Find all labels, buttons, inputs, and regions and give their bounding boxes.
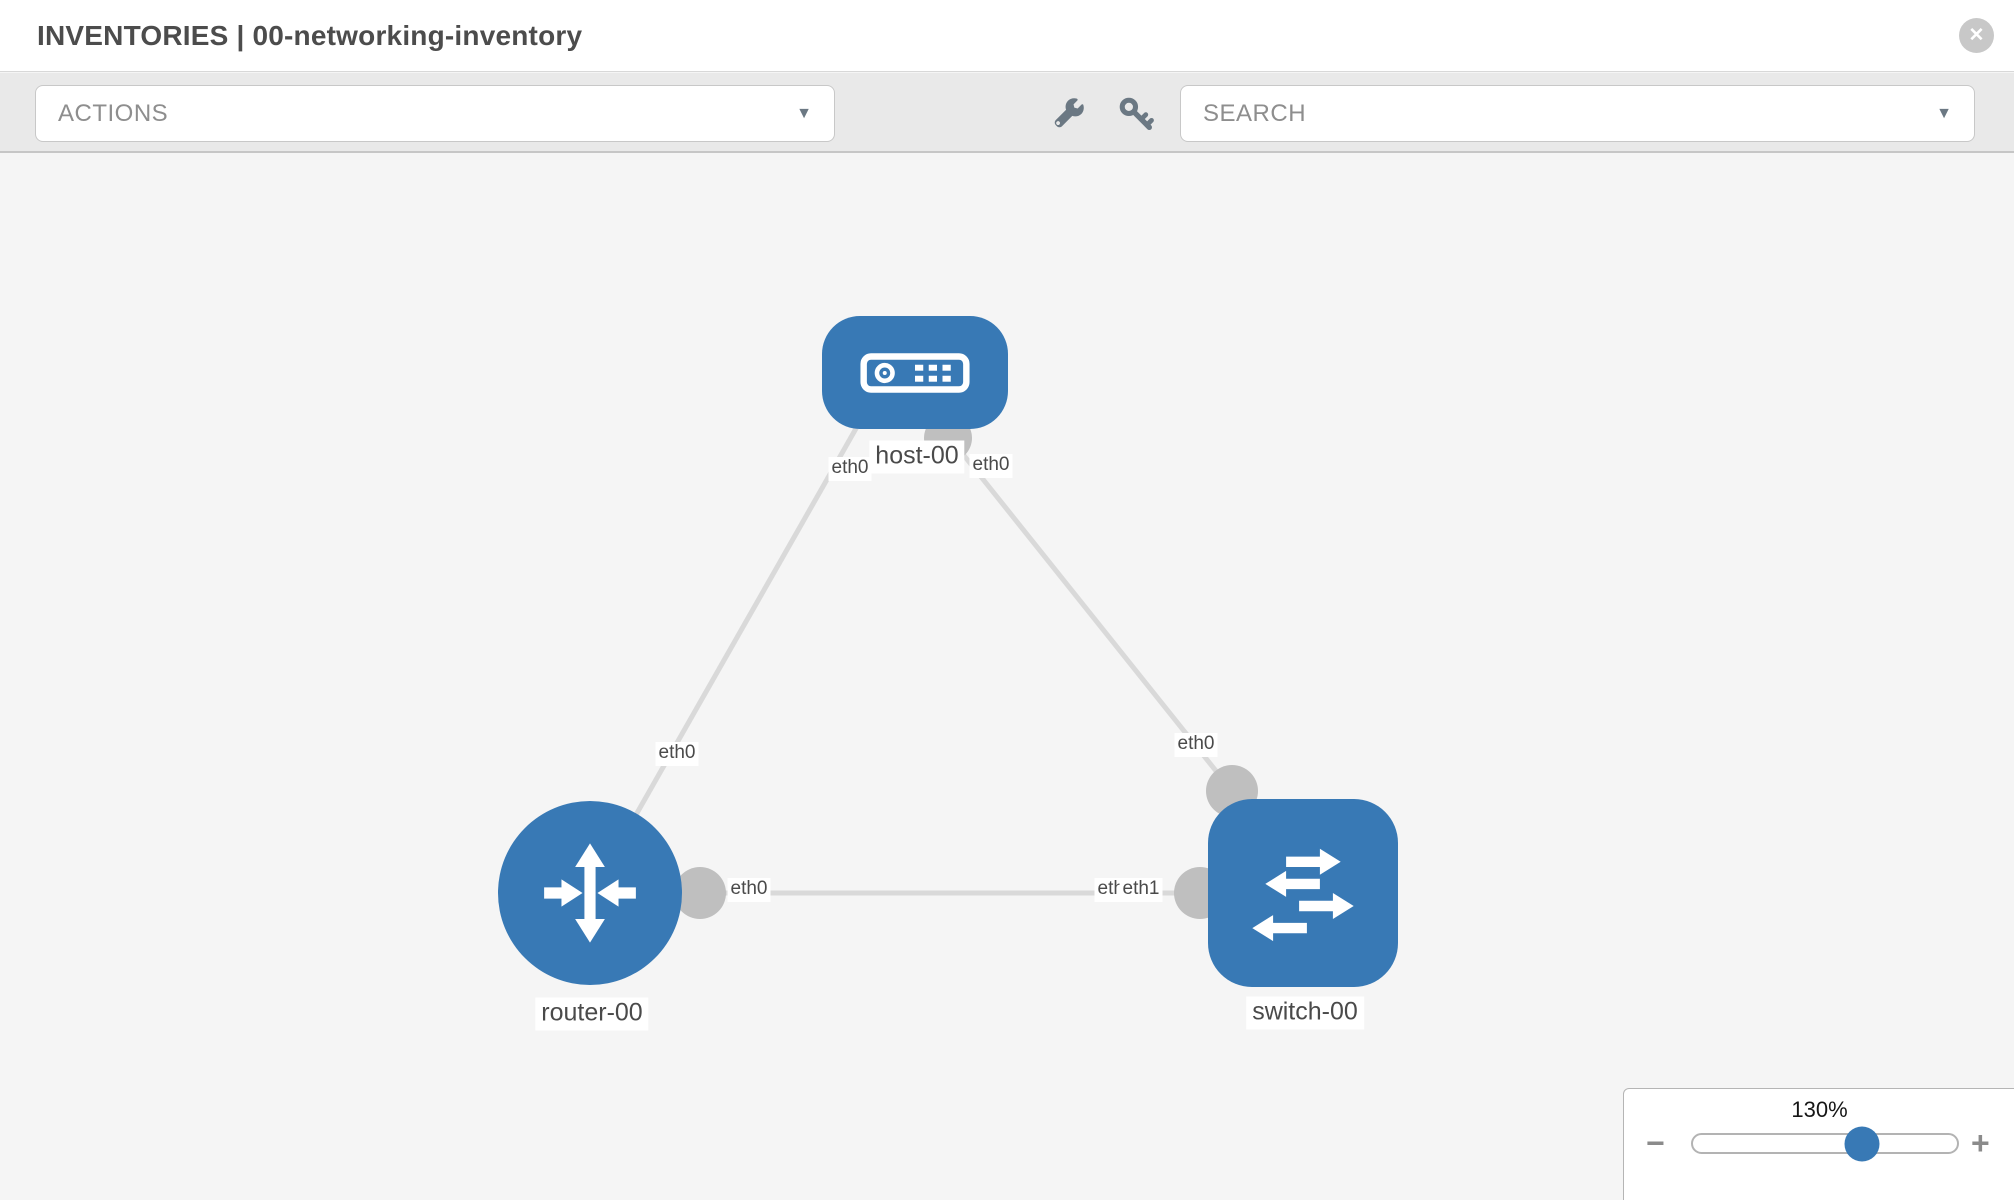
node-host-00[interactable] <box>822 316 1008 429</box>
node-router-00[interactable] <box>498 801 682 985</box>
zoom-in-button[interactable]: + <box>1971 1125 1990 1161</box>
switch-icon <box>1252 848 1354 942</box>
zoom-slider[interactable] <box>1691 1126 1959 1161</box>
interface-connector-router[interactable] <box>674 867 726 919</box>
node-label-switch[interactable]: switch-00 <box>1246 996 1364 1030</box>
eth-label-switch-uplink: eth0 <box>1174 733 1218 757</box>
key-icon[interactable] <box>1115 93 1157 135</box>
page-title: INVENTORIES | 00-networking-inventory <box>37 20 583 51</box>
eth-label-host-left: eth0 <box>828 457 872 481</box>
eth-label-switch-eth1: eth1 <box>1119 878 1163 902</box>
zoom-out-button[interactable]: − <box>1646 1125 1665 1161</box>
wrench-icon[interactable] <box>1047 93 1089 135</box>
links-layer <box>590 414 1310 919</box>
router-icon <box>544 843 636 943</box>
link-host-router[interactable] <box>593 423 861 887</box>
host-icon <box>860 352 970 393</box>
close-glyph: ✕ <box>1968 25 1985 46</box>
zoom-control-panel: 130% − + <box>1623 1088 2014 1200</box>
eth-label-router-uplink: eth0 <box>655 742 699 766</box>
node-label-host[interactable]: host-00 <box>869 440 965 474</box>
topology-canvas[interactable]: host-00 router-00 switch-00 eth0 eth0 et… <box>0 155 2014 1200</box>
chevron-down-icon: ▼ <box>796 104 812 122</box>
search-dropdown-value: SEARCH <box>1203 99 1307 127</box>
eth-label-router-right: eth0 <box>727 878 771 902</box>
wrench-glyph <box>1054 98 1084 128</box>
actions-dropdown-value: ACTIONS <box>58 99 169 127</box>
link-host-switch[interactable] <box>948 436 1234 793</box>
toolbar: ACTIONS ▼ SEARCH ▼ <box>0 73 2014 153</box>
node-switch-00[interactable] <box>1208 799 1398 987</box>
actions-dropdown[interactable]: ACTIONS ▼ <box>35 85 835 142</box>
page-header: INVENTORIES | 00-networking-inventory ✕ <box>0 0 2014 72</box>
close-icon[interactable]: ✕ <box>1959 18 1994 53</box>
zoom-level-value: 130% <box>1791 1097 1848 1122</box>
chevron-down-icon: ▼ <box>1936 104 1952 122</box>
node-label-router[interactable]: router-00 <box>535 997 649 1031</box>
search-dropdown[interactable]: SEARCH ▼ <box>1180 85 1975 142</box>
zoom-slider-thumb[interactable] <box>1844 1126 1880 1161</box>
eth-label-host-right: eth0 <box>969 454 1013 478</box>
key-glyph <box>1119 97 1154 130</box>
